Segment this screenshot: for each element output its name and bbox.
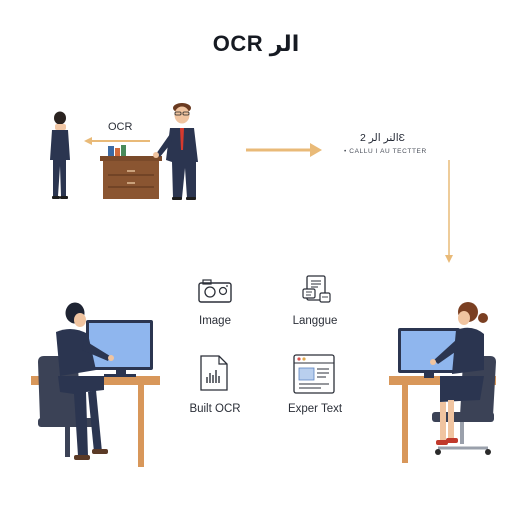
feature-label-expert-text: Exper Text bbox=[287, 403, 343, 415]
feature-label-image: Image bbox=[199, 315, 231, 327]
camera-icon bbox=[198, 279, 232, 303]
ocr-arrow-label: OCR bbox=[108, 121, 133, 133]
right-arrow bbox=[246, 143, 322, 157]
document-text-icon bbox=[293, 354, 335, 394]
page-title: OCR الر bbox=[212, 31, 300, 56]
result-subtitle: • CALLU I AU TECTTER bbox=[344, 148, 427, 155]
down-arrow bbox=[445, 160, 453, 263]
receptionist-figure bbox=[153, 103, 198, 200]
reception-desk bbox=[100, 145, 162, 199]
standing-woman-figure bbox=[50, 111, 70, 199]
result-title: النر الر 2Ɛ bbox=[360, 132, 406, 144]
ocr-arrow bbox=[84, 137, 150, 145]
document-chat-icon bbox=[302, 275, 331, 303]
feature-label-language: Langgue bbox=[292, 315, 338, 327]
document-chart-icon bbox=[200, 355, 228, 391]
feature-label-built-ocr: Built OCR bbox=[189, 403, 241, 415]
